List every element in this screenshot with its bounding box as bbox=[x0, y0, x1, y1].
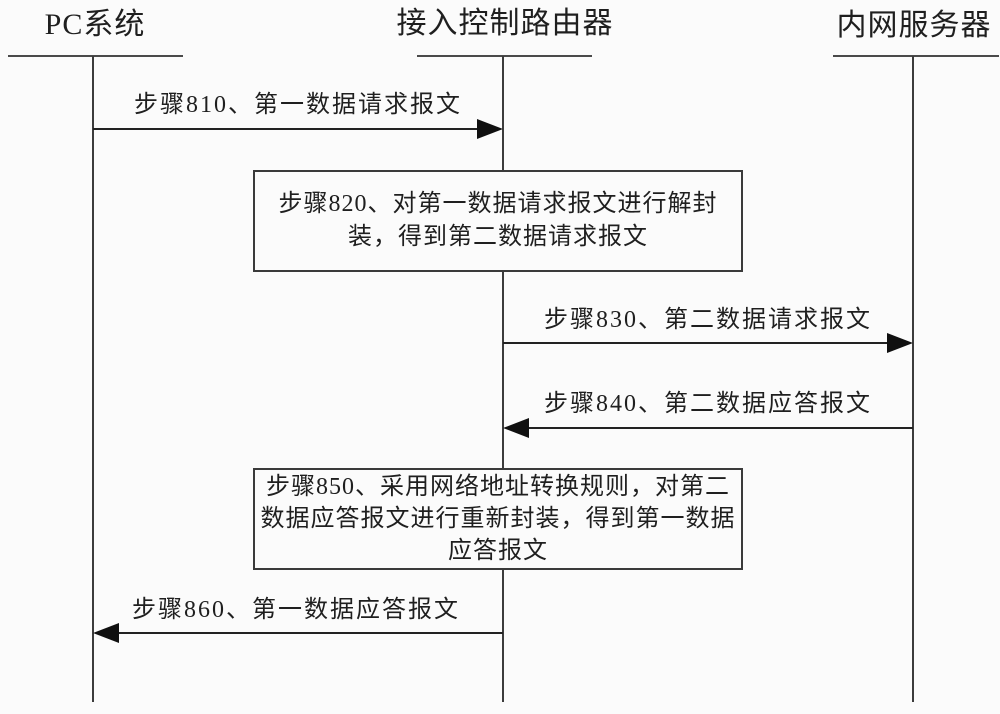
message-840-arrowhead-icon bbox=[503, 418, 529, 438]
process-box-820-line-1: 步骤820、对第一数据请求报文进行解封 bbox=[278, 191, 718, 217]
message-860-arrowhead-icon bbox=[93, 623, 119, 643]
message-860-label: 步骤860、第一数据应答报文 bbox=[132, 597, 460, 623]
message-830-label: 步骤830、第二数据请求报文 bbox=[544, 307, 872, 333]
actor-server-label: 内网服务器 bbox=[836, 9, 992, 42]
lifeline-router bbox=[502, 56, 504, 702]
message-810-line bbox=[93, 128, 477, 130]
lifeline-pc bbox=[92, 56, 94, 702]
message-810-arrowhead-icon bbox=[477, 119, 503, 139]
process-box-820-line-2: 装，得到第二数据请求报文 bbox=[348, 224, 648, 250]
message-840-label: 步骤840、第二数据应答报文 bbox=[544, 391, 872, 417]
actor-pc-underline bbox=[8, 55, 183, 57]
actor-server-underline bbox=[833, 55, 999, 57]
process-box-850: 步骤850、采用网络地址转换规则，对第二 数据应答报文进行重新封装，得到第一数据… bbox=[253, 468, 743, 570]
message-860-line bbox=[119, 632, 503, 634]
message-810-label: 步骤810、第一数据请求报文 bbox=[134, 92, 462, 118]
message-840-line bbox=[529, 427, 913, 429]
actor-pc-label: PC系统 bbox=[44, 8, 146, 41]
message-830-arrowhead-icon bbox=[887, 333, 913, 353]
actor-router-label: 接入控制路由器 bbox=[396, 7, 614, 40]
actor-router-underline bbox=[417, 55, 592, 57]
process-box-850-line-1: 步骤850、采用网络地址转换规则，对第二 bbox=[266, 474, 730, 500]
process-box-850-line-3: 应答报文 bbox=[448, 538, 548, 564]
process-box-820: 步骤820、对第一数据请求报文进行解封 装，得到第二数据请求报文 bbox=[253, 170, 743, 272]
lifeline-server bbox=[912, 56, 914, 702]
message-830-line bbox=[503, 342, 887, 344]
process-box-850-line-2: 数据应答报文进行重新封装，得到第一数据 bbox=[260, 506, 736, 532]
